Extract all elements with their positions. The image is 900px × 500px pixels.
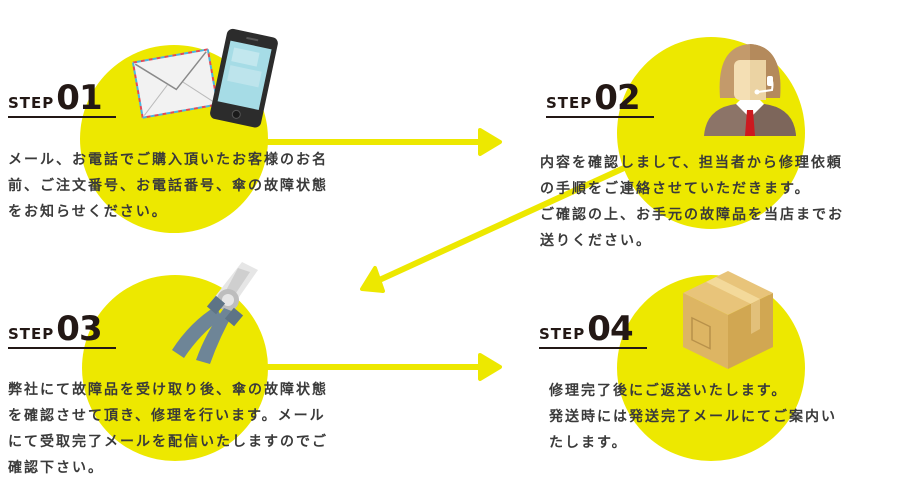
- step-number: 04: [587, 309, 633, 349]
- step-02-description: 内容を確認しまして、担当者から修理依頼 の手順をご連絡させていただきます。 ご確…: [540, 155, 844, 249]
- step-03-title: STEP 03: [8, 309, 116, 349]
- mail-and-phone-icon: [131, 28, 278, 128]
- step-03-description: 弊社にて故障品を受け取り後、傘の故障状態 を確認させて頂き、修理を行います。メー…: [8, 382, 328, 476]
- step-number: 01: [56, 78, 102, 118]
- step-01-description: メール、お電話でご購入頂いたお客様のお名 前、ご注文番号、お電話番号、傘の故障状…: [8, 152, 328, 220]
- step-02-title: STEP 02: [546, 78, 654, 118]
- envelope-icon: [131, 48, 219, 119]
- pliers-icon: [172, 262, 258, 364]
- smartphone-icon: [210, 28, 278, 128]
- step-01-title: STEP 01: [8, 78, 116, 118]
- step-number: 03: [56, 309, 102, 349]
- step-label: STEP: [8, 94, 55, 112]
- arrow-step01-to-step02: [265, 128, 502, 156]
- step-04-description: 修理完了後にご返送いたします。 発送時には発送完了メールにてご案内い たします。: [549, 383, 837, 451]
- package-box-icon: [683, 271, 773, 369]
- step-04-title: STEP 04: [539, 309, 647, 349]
- step-number: 02: [594, 78, 640, 118]
- operator-icon: [704, 44, 796, 136]
- step-label: STEP: [546, 94, 593, 112]
- step-label: STEP: [8, 325, 55, 343]
- step-label: STEP: [539, 325, 586, 343]
- arrow-step03-to-step04: [265, 353, 502, 381]
- arrow-step02-to-step03: [360, 165, 626, 293]
